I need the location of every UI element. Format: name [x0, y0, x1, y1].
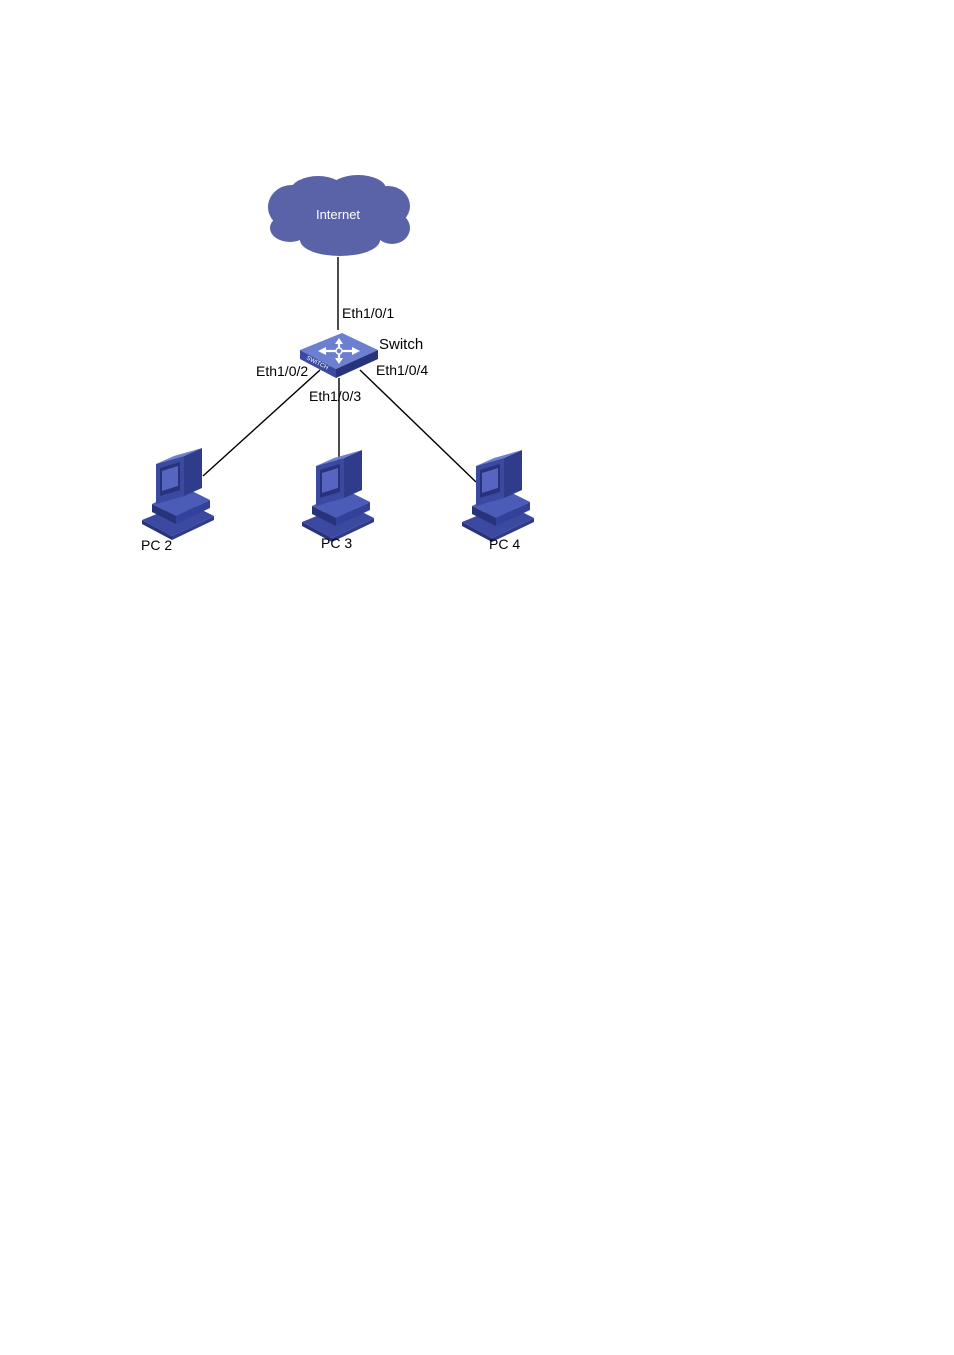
pc4-icon [462, 450, 534, 542]
pc2-label: PC 2 [141, 537, 172, 553]
internet-label: Internet [316, 207, 360, 222]
pc4-label: PC 4 [489, 536, 520, 552]
port-label-eth1-0-4: Eth1/0/4 [376, 362, 428, 378]
link-switch-pc2 [202, 369, 321, 477]
pc2-icon [142, 448, 214, 540]
port-label-eth1-0-3: Eth1/0/3 [309, 388, 361, 404]
switch-icon: SWITCH [300, 333, 378, 378]
port-label-eth1-0-1: Eth1/0/1 [342, 305, 394, 321]
link-switch-pc4 [359, 369, 477, 483]
switch-label: Switch [379, 336, 423, 353]
pc3-label: PC 3 [321, 535, 352, 551]
internet-cloud-icon: Internet [268, 175, 410, 256]
port-label-eth1-0-2: Eth1/0/2 [256, 363, 308, 379]
pc3-icon [302, 450, 374, 542]
